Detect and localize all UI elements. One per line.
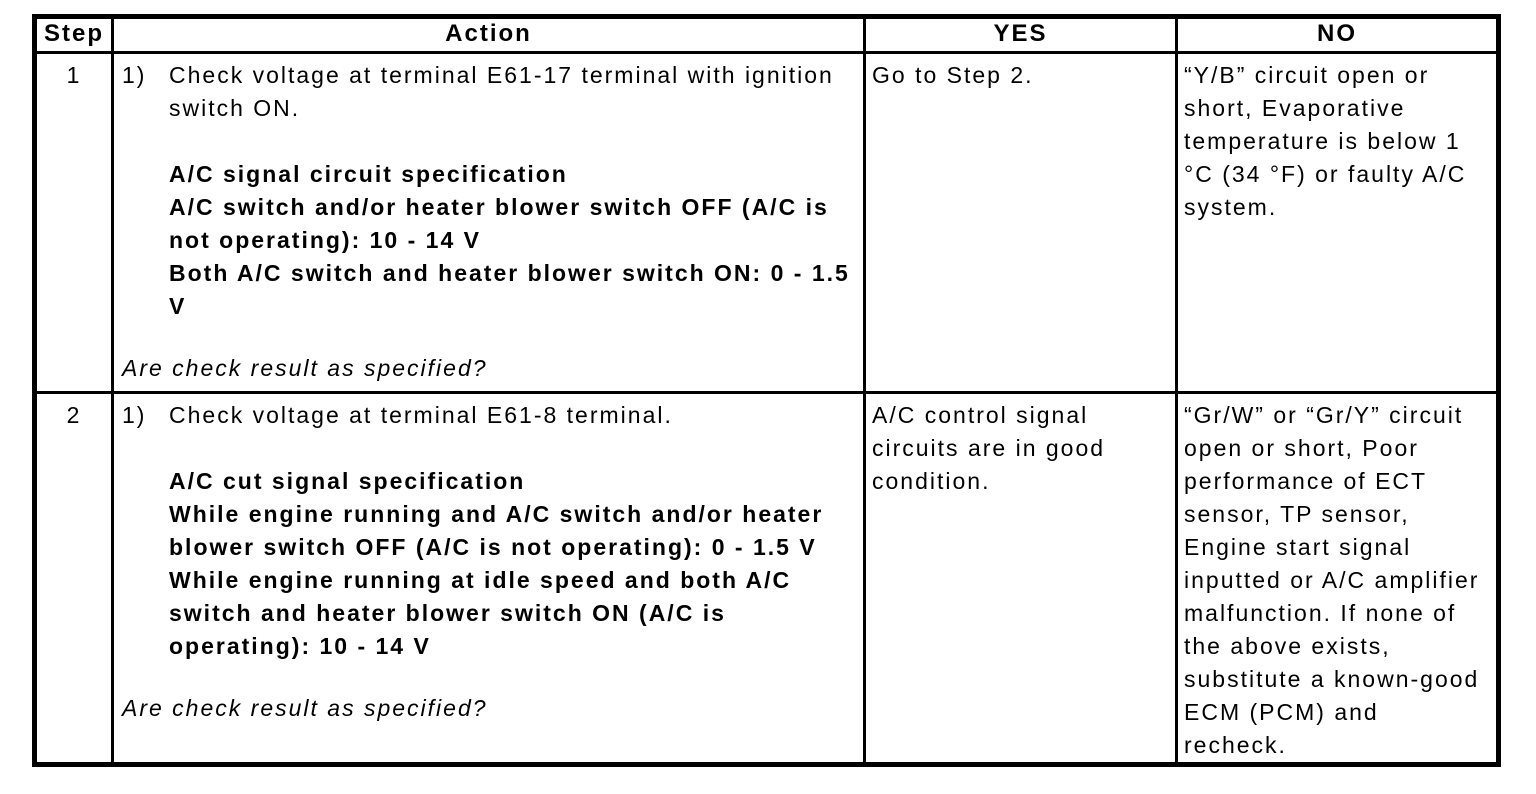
no-result-cell: “Y/B” circuit open or short, Evaporative… — [1175, 51, 1500, 394]
table-row-step-2: 2 1) Check voltage at terminal E61-8 ter… — [33, 391, 1500, 766]
header-row: Step Action YES NO — [33, 15, 1500, 54]
list-item-marker: 1) — [122, 62, 147, 88]
col-header-step: Step — [33, 15, 114, 54]
table-row-step-1: 1 1) Check voltage at terminal E61-17 te… — [33, 51, 1500, 394]
col-header-action: Action — [111, 15, 866, 54]
diagnostic-table: Step Action YES NO 1 1) Check voltage at… — [32, 14, 1501, 767]
spec-line: While engine running and A/C switch and/… — [169, 501, 824, 560]
action-instruction: 1) Check voltage at terminal E61-8 termi… — [122, 399, 862, 432]
list-item-marker: 1) — [122, 402, 147, 428]
col-header-no: NO — [1175, 15, 1500, 54]
spec-heading: A/C signal circuit specification — [169, 161, 568, 187]
spec-line: While engine running at idle speed and b… — [169, 567, 792, 659]
yes-result-cell: Go to Step 2. — [863, 51, 1178, 394]
action-cell: 1) Check voltage at terminal E61-8 termi… — [111, 391, 866, 766]
spec-heading: A/C cut signal specification — [169, 468, 526, 494]
check-question: Are check result as specified? — [122, 355, 488, 381]
check-question: Are check result as specified? — [122, 695, 488, 721]
spec-block: A/C cut signal specification While engin… — [169, 465, 862, 663]
step-number-cell: 1 — [33, 51, 114, 394]
action-instruction: 1) Check voltage at terminal E61-17 term… — [122, 59, 862, 125]
step-number-cell: 2 — [33, 391, 114, 766]
action-instruction-text: Check voltage at terminal E61-8 terminal… — [169, 402, 673, 428]
col-header-yes: YES — [863, 15, 1178, 54]
action-instruction-text: Check voltage at terminal E61-17 termina… — [169, 62, 834, 121]
no-result-cell: “Gr/W” or “Gr/Y” circuit open or short, … — [1175, 391, 1500, 766]
spec-line: Both A/C switch and heater blower switch… — [169, 260, 850, 319]
yes-result-cell: A/C control signal circuits are in good … — [863, 391, 1178, 766]
action-cell: 1) Check voltage at terminal E61-17 term… — [111, 51, 866, 394]
spec-block: A/C signal circuit specification A/C swi… — [169, 158, 862, 323]
spec-line: A/C switch and/or heater blower switch O… — [169, 194, 829, 253]
